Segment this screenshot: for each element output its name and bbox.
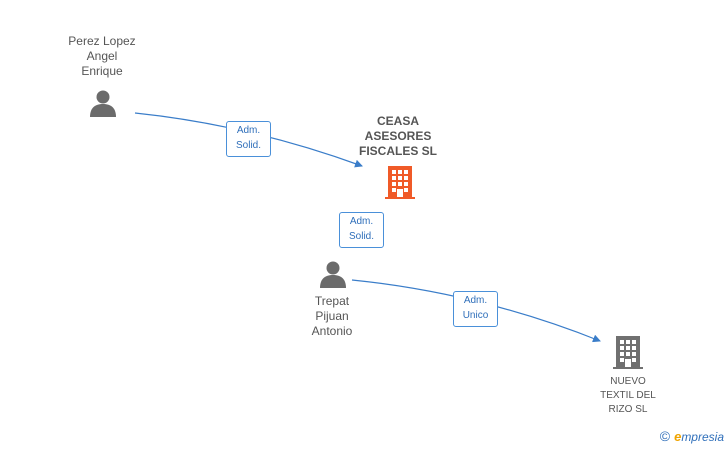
company-name-ceasa: CEASA ASESORES FISCALES SL	[358, 114, 437, 158]
relation-badge[interactable]: Adm. Unico	[453, 291, 498, 327]
relation-badge[interactable]: Adm. Solid.	[339, 212, 384, 248]
building-icon[interactable]	[384, 164, 416, 200]
building-icon[interactable]	[612, 334, 644, 370]
relation-badge[interactable]: Adm. Solid.	[226, 121, 271, 157]
company-name-nuevo-textil: NUEVO TEXTIL DEL RIZO SL	[600, 376, 656, 415]
person-icon[interactable]	[318, 259, 348, 289]
brand-logo: empresia	[674, 428, 724, 444]
brand-watermark: © empresia	[660, 428, 724, 444]
person-name-perez-lopez: Perez Lopez Angel Enrique	[68, 34, 136, 78]
person-name-trepat-pijuan: Trepat Pijuan Antonio	[311, 294, 353, 338]
copyright-symbol: ©	[659, 428, 671, 444]
person-icon[interactable]	[88, 88, 118, 118]
